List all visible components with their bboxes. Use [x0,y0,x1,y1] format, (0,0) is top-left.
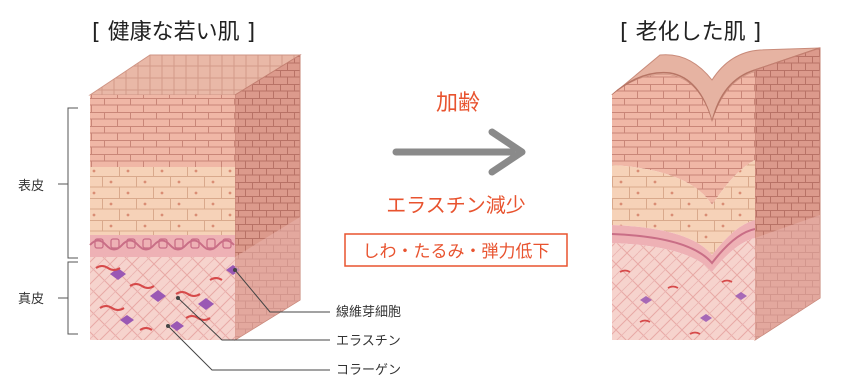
result-label: しわ・たるみ・弾力低下 [363,242,550,262]
aged-skin-title: [ 老化した肌 ] [620,20,762,45]
aging-label: 加齢 [436,91,480,116]
collagen-label: コラーゲン [336,363,401,378]
result-box [344,233,568,267]
fibroblast-label: 線維芽細胞 [336,304,401,320]
healthy-lower-epidermis [90,167,235,235]
healthy-upper-epidermis [90,95,235,167]
callout-lines [167,269,330,371]
dermis-label: 真皮 [18,292,44,307]
aged-fibroblast-cells [640,292,747,322]
layer-brackets [58,107,78,335]
aged-lower-epidermis [612,160,755,255]
elastin-fibers [95,265,223,331]
healthy-basal-layer [90,235,235,257]
aged-dermis [612,238,755,340]
aging-arrow [392,128,526,176]
elastin-decrease-label: エラスチン減少 [386,193,526,217]
epidermis-label: 表皮 [18,179,44,194]
elastin-label: エラスチン [336,334,401,349]
aged-elastin-fibers [619,269,733,335]
aged-skin-block [611,47,821,341]
aged-upper-epidermis [612,72,755,205]
healthy-skin-block [88,54,302,341]
healthy-skin-title: [ 健康な若い肌 ] [92,20,256,45]
